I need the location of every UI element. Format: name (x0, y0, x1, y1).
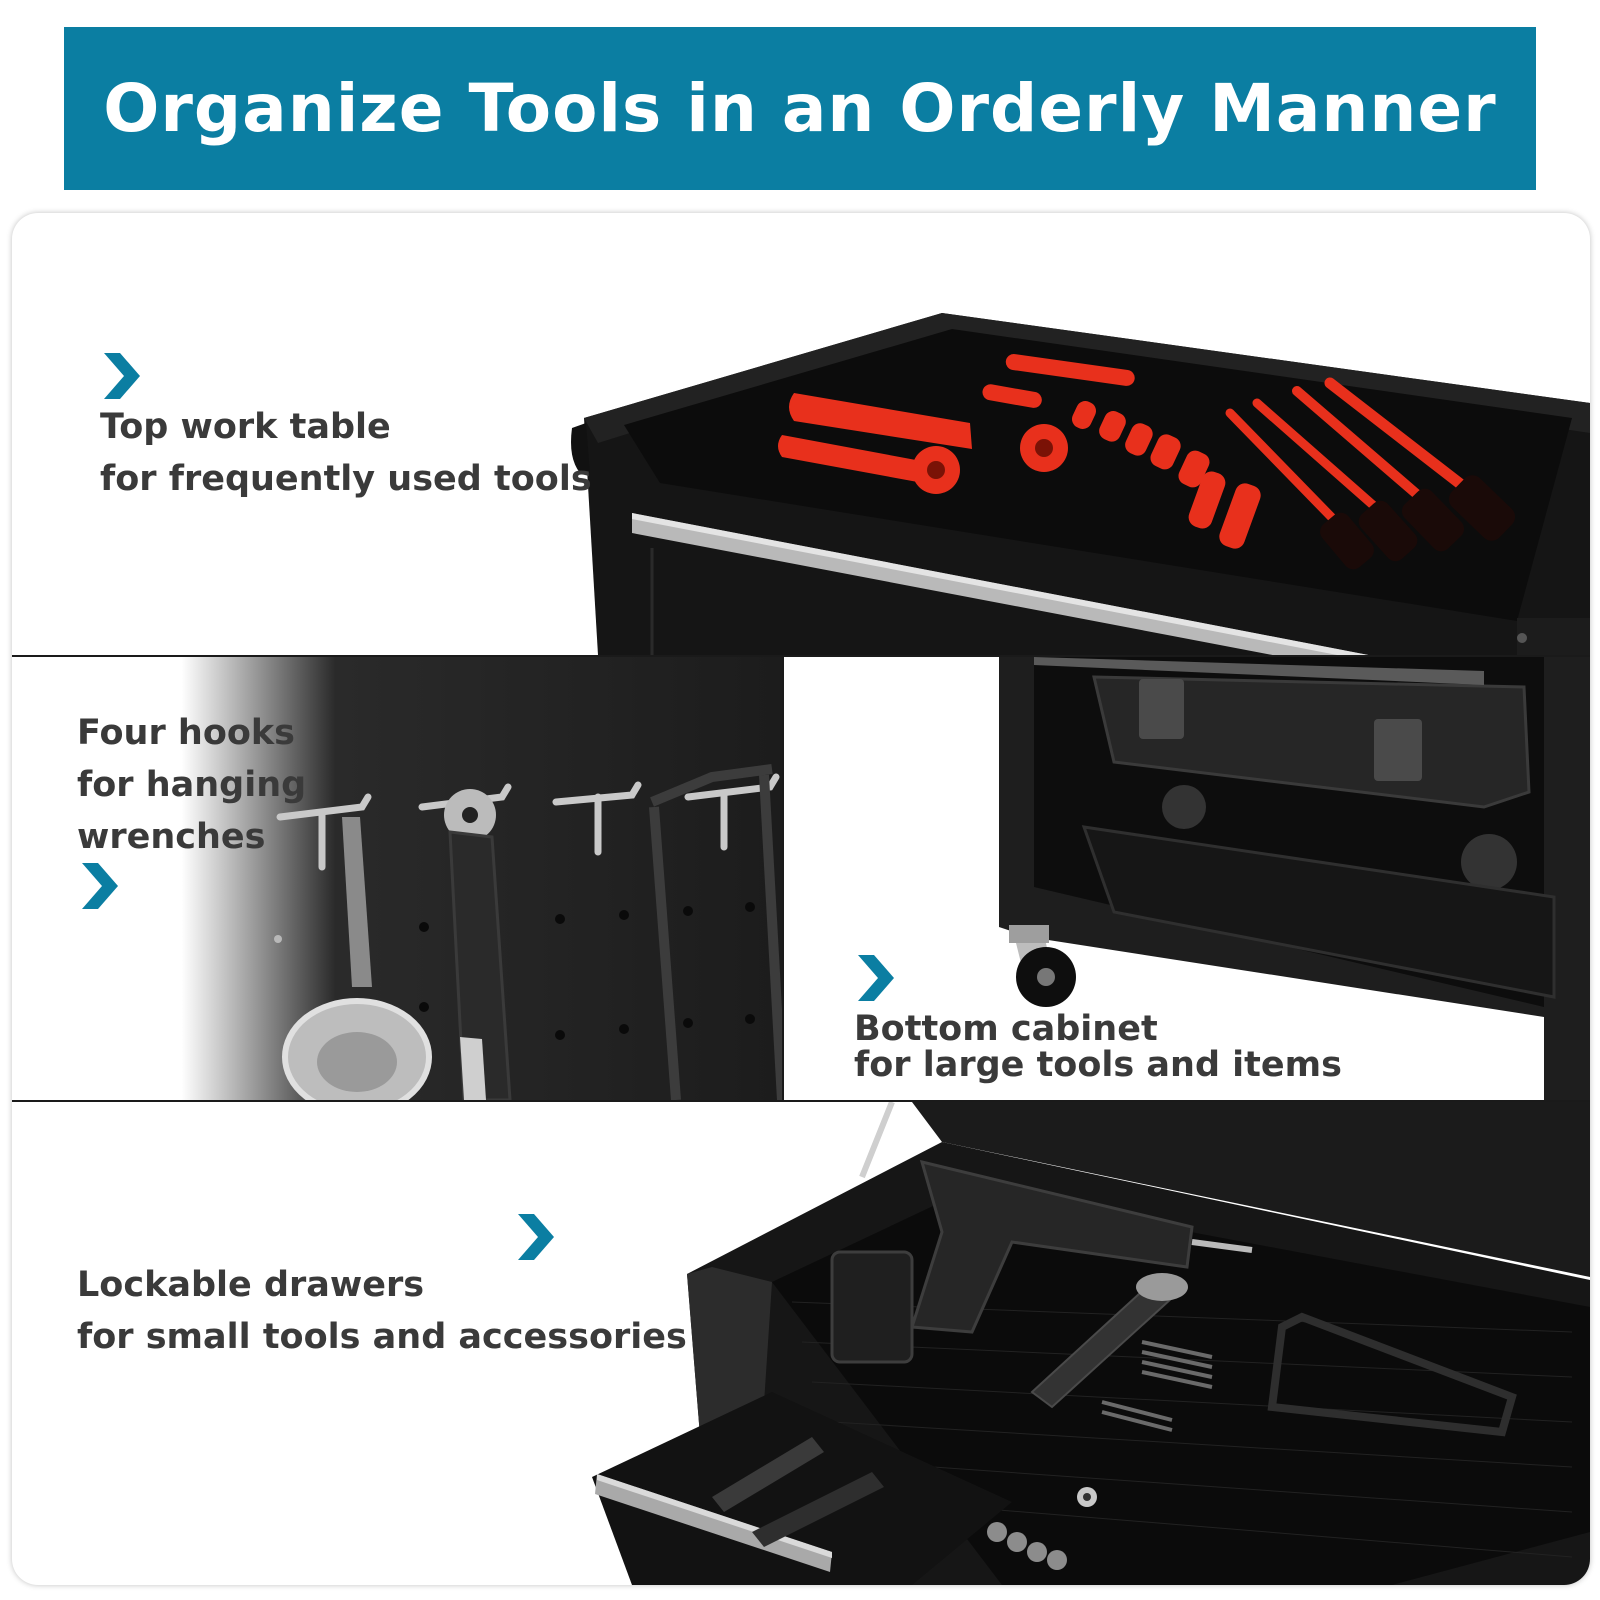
hooks-desc-line2: wrenches (77, 817, 266, 857)
top-work-table-desc: for frequently used tools (100, 459, 592, 499)
top-work-table-heading: Top work table (100, 407, 391, 447)
hooks-image (12, 657, 782, 1100)
drawers-text: Lockable drawers for small tools and acc… (77, 1259, 687, 1363)
chevron-right-icon (82, 863, 118, 909)
top-work-table-image (571, 313, 1590, 655)
divider (782, 657, 784, 1100)
feature-card: Top work table for frequently used tools (12, 213, 1590, 1585)
divider (12, 1100, 1590, 1102)
hooks-text: Four hooks for hanging wrenches (77, 707, 306, 863)
bottom-cabinet-heading: Bottom cabinet (854, 1009, 1158, 1049)
hooks-panel: Four hooks for hanging wrenches (12, 657, 782, 1100)
drawers-desc: for small tools and accessories (77, 1317, 687, 1357)
header-banner: Organize Tools in an Orderly Manner (64, 27, 1536, 190)
hooks-heading: Four hooks (77, 713, 296, 753)
page-title: Organize Tools in an Orderly Manner (103, 70, 1497, 147)
top-work-table-panel: Top work table for frequently used tools (12, 213, 1590, 655)
drawers-panel: Lockable drawers for small tools and acc… (12, 1102, 1590, 1585)
top-work-table-text: Top work table for frequently used tools (100, 401, 592, 505)
chevron-right-icon (858, 955, 894, 1001)
bottom-cabinet-panel: Bottom cabinet for large tools and items (784, 657, 1590, 1100)
drawers-image (592, 1102, 1590, 1585)
bottom-cabinet-image (999, 657, 1590, 1100)
bottom-cabinet-desc: for large tools and items (854, 1045, 1342, 1085)
divider (12, 655, 1590, 657)
chevron-right-icon (104, 353, 140, 399)
hooks-desc-line1: for hanging (77, 765, 307, 805)
drawers-heading: Lockable drawers (77, 1265, 425, 1305)
bottom-cabinet-text: Bottom cabinet for large tools and items (854, 1011, 1342, 1083)
chevron-right-icon (518, 1214, 554, 1260)
